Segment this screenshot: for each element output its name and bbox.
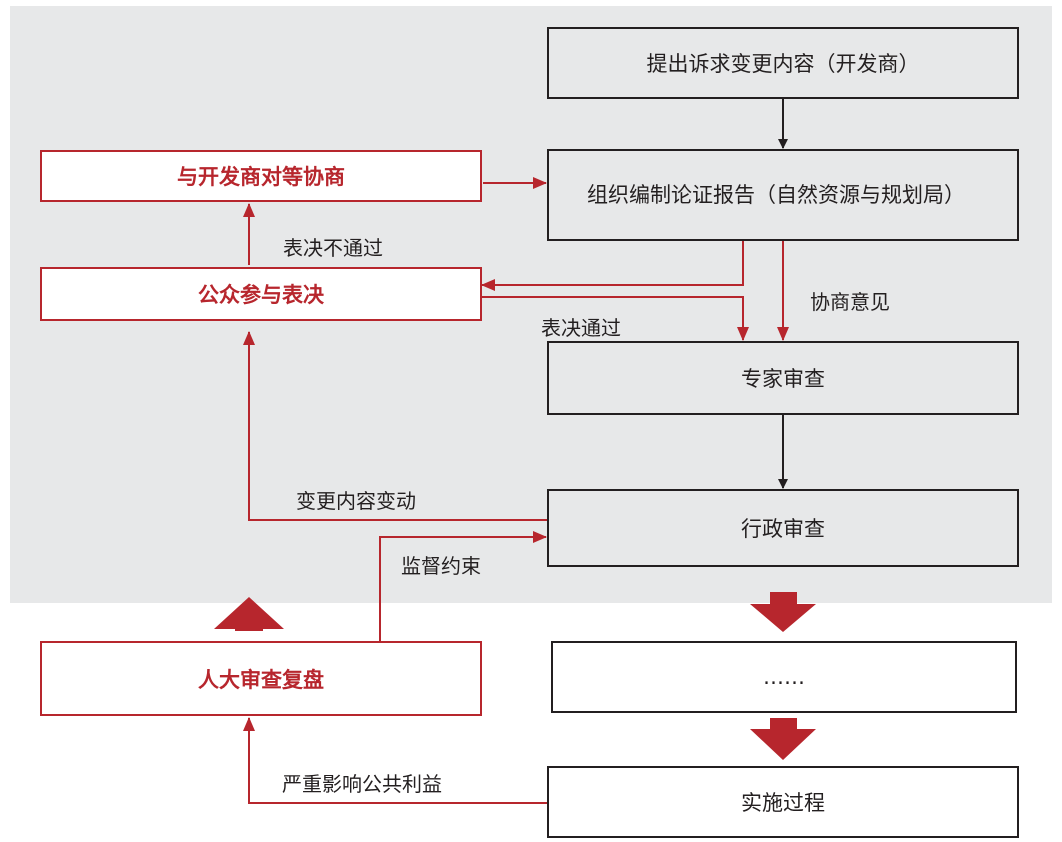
- arrow-admin-to-vote: [243, 331, 547, 521]
- arrow-organize-to-vote: [481, 241, 744, 291]
- arrow-vote-pass-to-expert: [482, 296, 749, 341]
- expert-review-box: 专家审查: [547, 341, 1019, 415]
- arrow-npc-to-admin: [379, 531, 547, 641]
- admin-review-box: 行政审查: [547, 489, 1019, 567]
- block-arrow-down-2: [750, 718, 816, 760]
- vote-fail-label: 表决不通过: [283, 236, 383, 260]
- negotiate-box: 与开发商对等协商: [40, 150, 482, 202]
- block-arrow-up: [214, 597, 284, 631]
- supervision-label: 监督约束: [401, 554, 481, 578]
- ellipsis-box: ……: [551, 641, 1017, 713]
- public-vote-box: 公众参与表决: [40, 267, 482, 321]
- consult-opinion-label: 协商意见: [810, 290, 890, 314]
- npc-review-box: 人大审查复盘: [40, 641, 482, 716]
- vote-pass-label: 表决通过: [541, 316, 621, 340]
- content-change-label: 变更内容变动: [296, 489, 416, 513]
- block-arrow-down-1: [750, 592, 816, 632]
- public-interest-label: 严重影响公共利益: [282, 772, 442, 796]
- arrow-implementation-to-npc: [243, 717, 547, 804]
- propose-box: 提出诉求变更内容（开发商）: [547, 27, 1019, 99]
- implementation-box: 实施过程: [547, 766, 1019, 838]
- organize-box: 组织编制论证报告（自然资源与规划局）: [547, 149, 1019, 241]
